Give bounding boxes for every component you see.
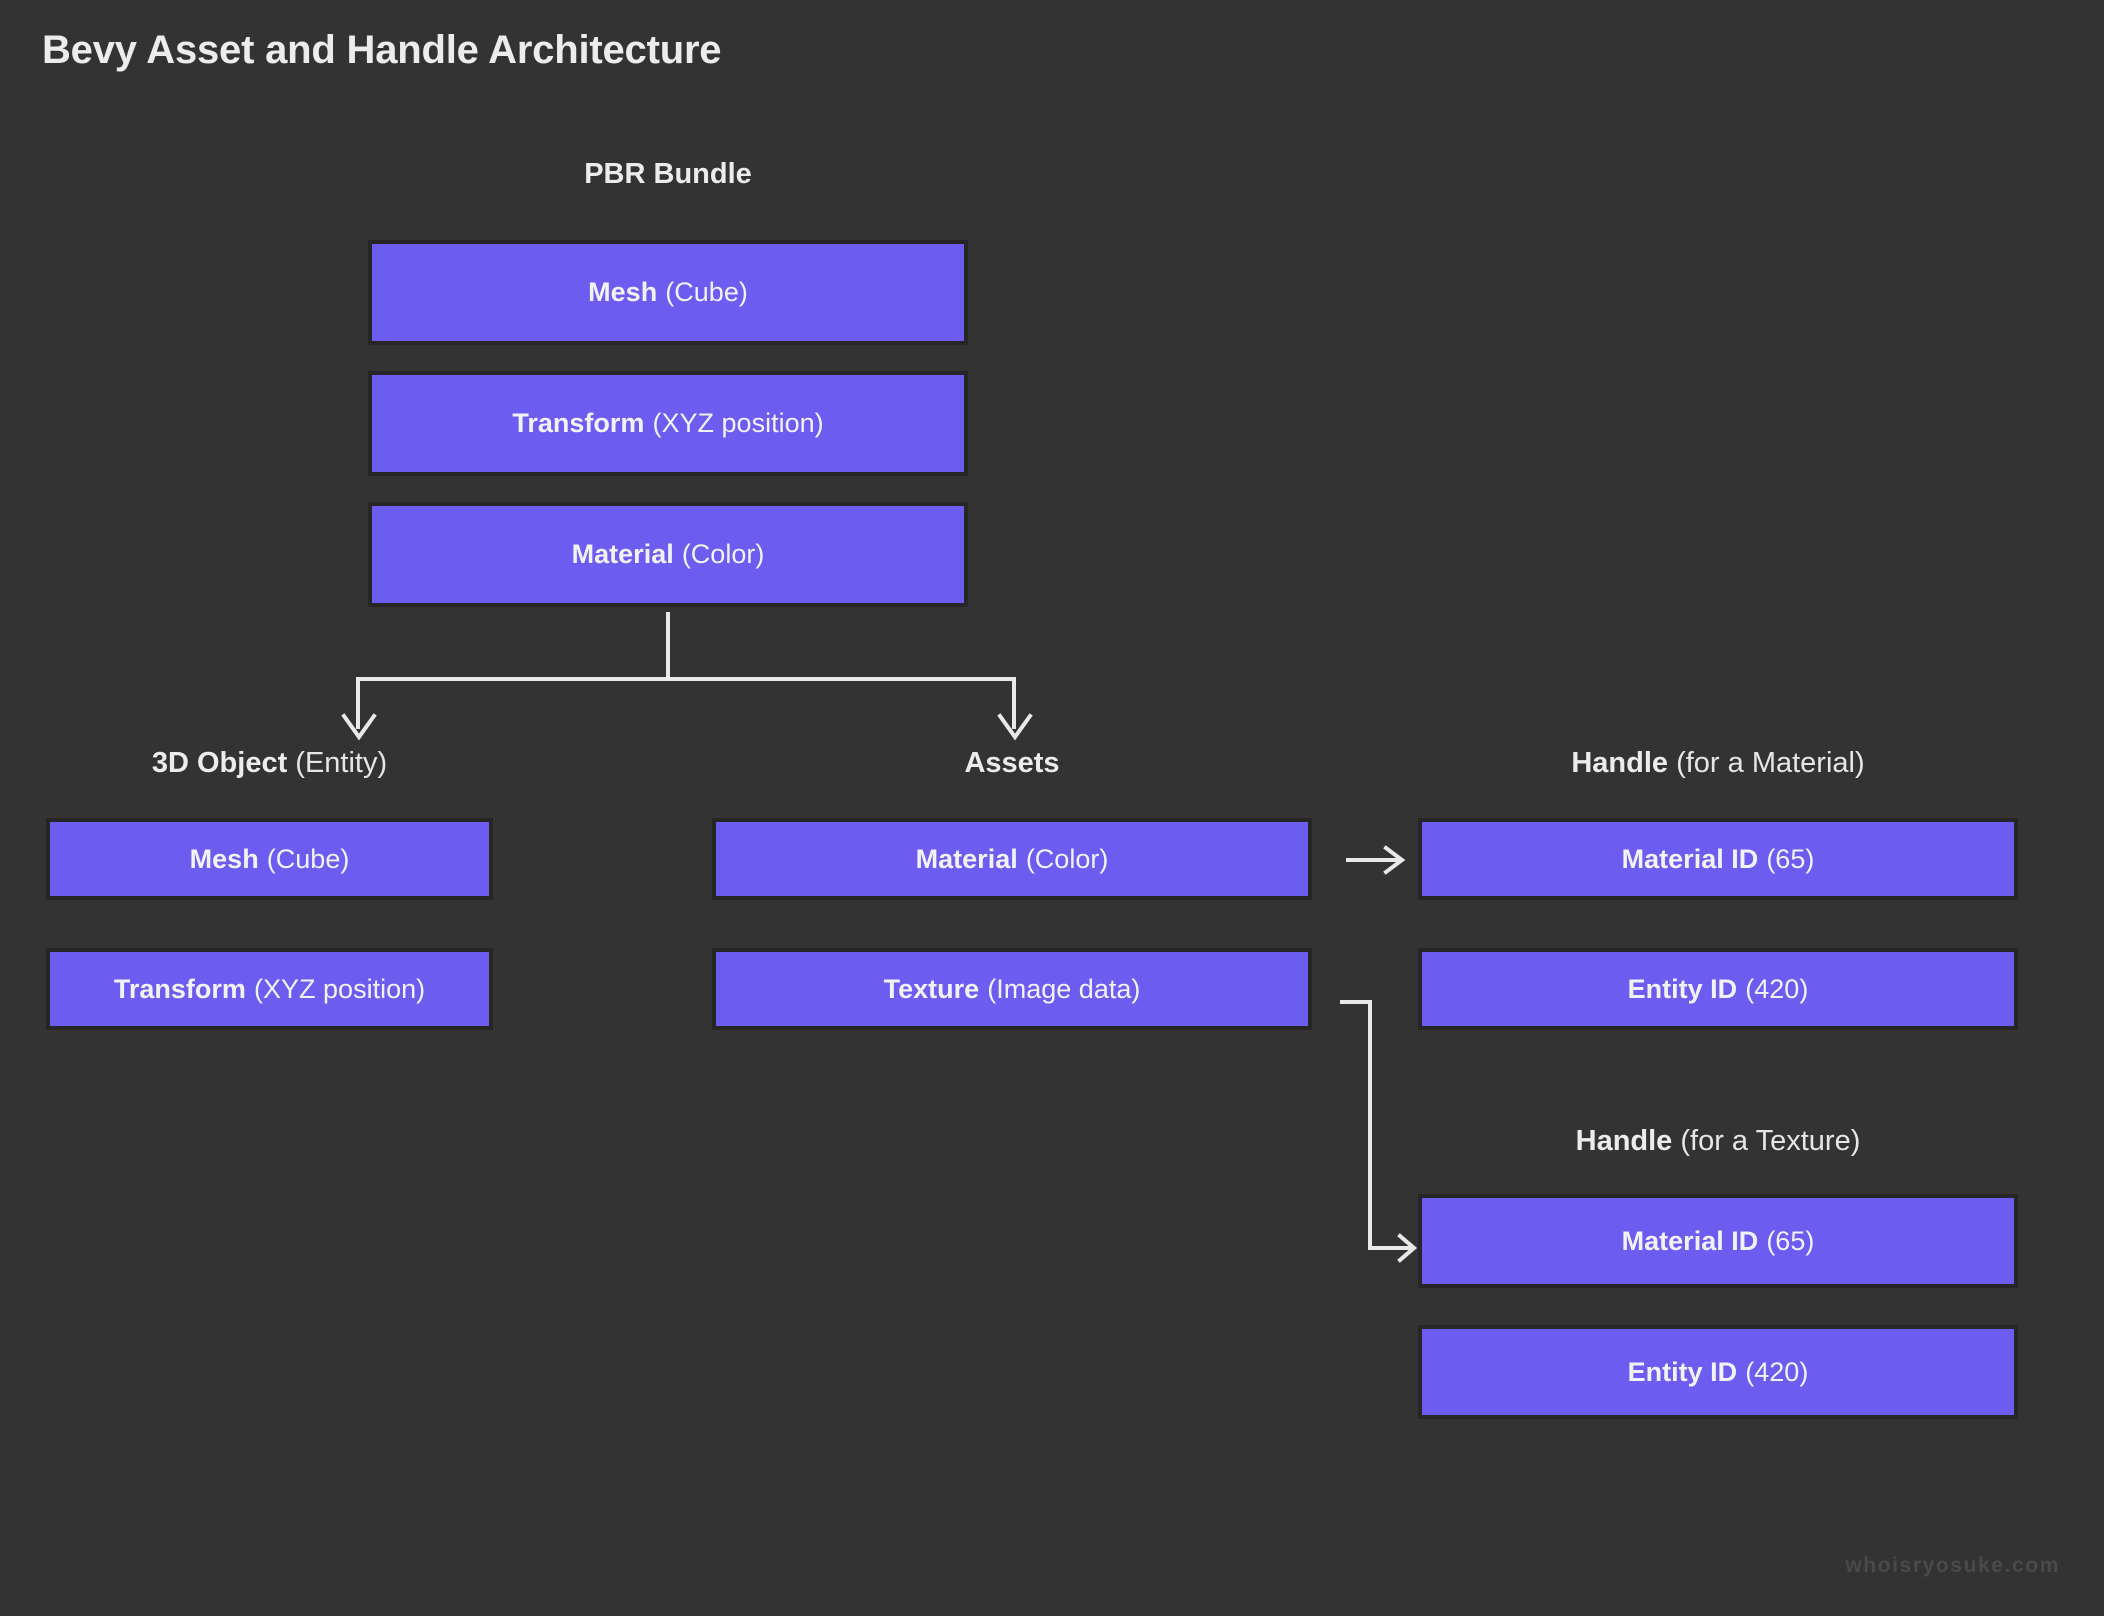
node-pbr-material[interactable]: Material(Color) bbox=[368, 502, 968, 607]
node-handle-texture-entity-id[interactable]: Entity ID(420) bbox=[1418, 1325, 2018, 1419]
node-assets-texture-rest: (Image data) bbox=[987, 973, 1141, 1004]
node-handle-texture-material-id-rest: (65) bbox=[1766, 1225, 1815, 1256]
connector-texture-down bbox=[1368, 1000, 1372, 1250]
node-pbr-mesh-bold: Mesh bbox=[588, 277, 658, 307]
node-handle-entity-id-rest: (420) bbox=[1745, 973, 1809, 1004]
node-object-mesh[interactable]: Mesh(Cube) bbox=[46, 818, 493, 900]
group-label-handle-material: Handle (for a Material) bbox=[1418, 747, 2018, 780]
connector-stem-down bbox=[666, 612, 670, 680]
node-object-mesh-bold: Mesh bbox=[189, 843, 259, 874]
watermark: whoisryosuke.com bbox=[1845, 1554, 2060, 1577]
group-label-handle-material-bold: Handle bbox=[1571, 747, 1669, 779]
connector-branch-right bbox=[1012, 677, 1016, 729]
connector-texture-out bbox=[1340, 1000, 1372, 1004]
group-label-assets-bold: Assets bbox=[964, 747, 1060, 779]
arrowhead-right-texture-icon bbox=[1376, 1230, 1420, 1266]
arrow-right-material-to-handle-icon bbox=[1344, 842, 1408, 878]
group-label-3d-object-rest: (Entity) bbox=[295, 747, 388, 779]
node-handle-material-id-bold: Material ID bbox=[1621, 843, 1759, 874]
node-assets-material-rest: (Color) bbox=[1025, 843, 1109, 874]
node-assets-material[interactable]: Material(Color) bbox=[712, 818, 1312, 900]
node-object-transform[interactable]: Transform (XYZ position) bbox=[46, 948, 493, 1030]
connector-crossbar bbox=[356, 677, 1016, 681]
node-pbr-material-rest: (Color) bbox=[681, 539, 765, 569]
page-title: Bevy Asset and Handle Architecture bbox=[42, 28, 722, 72]
node-handle-entity-id-bold: Entity ID bbox=[1627, 973, 1738, 1004]
group-label-3d-object-bold: 3D Object bbox=[151, 747, 288, 779]
node-pbr-transform-rest: (XYZ position) bbox=[652, 408, 824, 438]
node-handle-texture-material-id[interactable]: Material ID(65) bbox=[1418, 1194, 2018, 1288]
group-label-handle-texture-rest: (for a Texture) bbox=[1680, 1125, 1861, 1157]
node-object-mesh-rest: (Cube) bbox=[266, 843, 350, 874]
node-pbr-material-bold: Material bbox=[571, 539, 674, 569]
node-handle-texture-entity-id-bold: Entity ID bbox=[1627, 1356, 1738, 1387]
node-handle-entity-id[interactable]: Entity ID(420) bbox=[1418, 948, 2018, 1030]
group-label-pbr-bundle: PBR Bundle bbox=[368, 158, 968, 191]
node-pbr-mesh-rest: (Cube) bbox=[665, 277, 748, 307]
node-object-transform-rest: (XYZ position) bbox=[254, 973, 426, 1004]
node-pbr-transform-bold: Transform bbox=[512, 408, 645, 438]
node-handle-material-id-rest: (65) bbox=[1766, 843, 1815, 874]
group-label-handle-texture: Handle (for a Texture) bbox=[1418, 1125, 2018, 1158]
node-pbr-mesh[interactable]: Mesh(Cube) bbox=[368, 240, 968, 345]
node-assets-texture-bold: Texture bbox=[883, 973, 980, 1004]
connector-branch-left bbox=[356, 677, 360, 729]
node-object-transform-bold: Transform bbox=[113, 973, 246, 1004]
group-label-3d-object: 3D Object (Entity) bbox=[46, 747, 493, 780]
group-label-handle-material-rest: (for a Material) bbox=[1676, 747, 1865, 779]
node-handle-material-id[interactable]: Material ID(65) bbox=[1418, 818, 2018, 900]
node-pbr-transform[interactable]: Transform(XYZ position) bbox=[368, 371, 968, 476]
node-handle-texture-material-id-bold: Material ID bbox=[1621, 1225, 1759, 1256]
node-handle-texture-entity-id-rest: (420) bbox=[1745, 1356, 1809, 1387]
node-assets-material-bold: Material bbox=[915, 843, 1018, 874]
group-label-pbr-bundle-bold: PBR Bundle bbox=[584, 158, 752, 190]
group-label-handle-texture-bold: Handle bbox=[1575, 1125, 1673, 1157]
node-assets-texture[interactable]: Texture(Image data) bbox=[712, 948, 1312, 1030]
group-label-assets: Assets bbox=[712, 747, 1312, 780]
